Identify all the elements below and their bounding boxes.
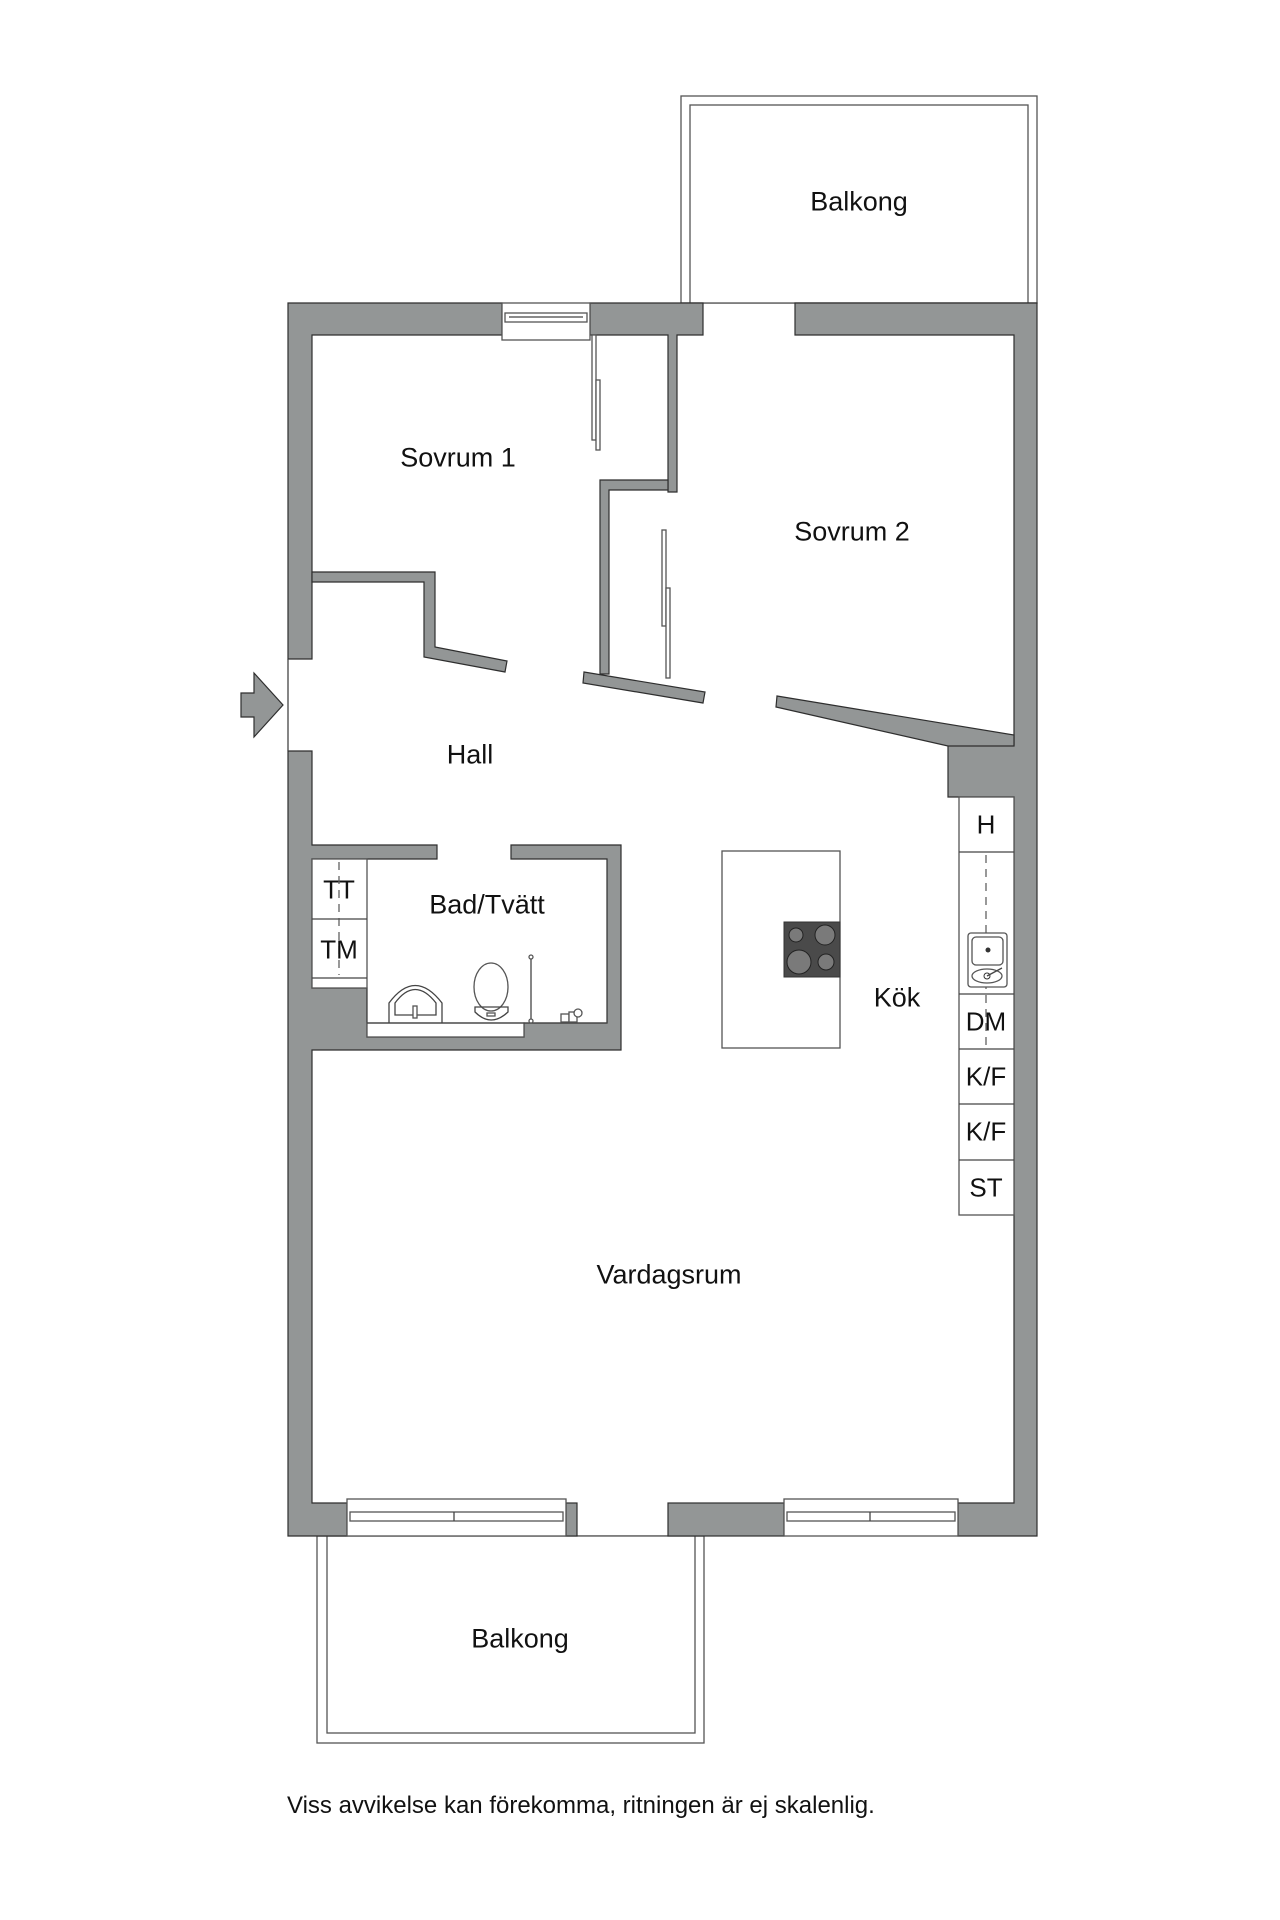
kitchen-sink-icon bbox=[967, 932, 1008, 988]
label-dryer: TT bbox=[323, 874, 355, 905]
window-bedroom1 bbox=[501, 302, 591, 341]
label-kitchen-unit-kf-1: K/F bbox=[965, 1061, 1007, 1092]
label-kitchen-unit-dm: DM bbox=[965, 1006, 1007, 1037]
label-washer: TM bbox=[320, 934, 358, 965]
outer-walls bbox=[287, 302, 1038, 1537]
shower-rail-icon bbox=[528, 954, 534, 1024]
floor-drain-faucet-icon bbox=[560, 1008, 583, 1023]
toilet-icon bbox=[473, 962, 509, 1021]
label-kitchen: Kök bbox=[873, 982, 921, 1013]
label-kitchen-unit-kf-2: K/F bbox=[965, 1116, 1007, 1147]
label-bedroom-2: Sovrum 2 bbox=[794, 516, 910, 547]
label-balcony-top: Balkong bbox=[810, 186, 908, 217]
label-bedroom-1: Sovrum 1 bbox=[400, 442, 516, 473]
label-hall: Hall bbox=[446, 739, 494, 770]
label-kitchen-unit-st: ST bbox=[969, 1172, 1003, 1203]
window-living-2 bbox=[783, 1498, 959, 1537]
label-kitchen-unit-h: H bbox=[976, 809, 996, 840]
bath-bench bbox=[366, 1022, 607, 1038]
window-living-1 bbox=[346, 1498, 567, 1537]
balcony-top bbox=[680, 95, 1038, 304]
kitchen-counter bbox=[958, 796, 1015, 1216]
closet-doors bbox=[591, 334, 671, 679]
entrance-arrow-icon bbox=[240, 671, 284, 739]
label-living-room: Vardagsrum bbox=[596, 1259, 742, 1290]
interior-walls bbox=[311, 479, 1015, 747]
laundry-cabinet bbox=[311, 858, 368, 989]
disclaimer-text: Viss avvikelse kan förekomma, ritningen … bbox=[287, 1792, 875, 1819]
label-balcony-bottom: Balkong bbox=[471, 1623, 569, 1654]
label-bath-laundry: Bad/Tvätt bbox=[429, 889, 545, 920]
washbasin-icon bbox=[388, 985, 443, 1023]
kitchen-island bbox=[721, 850, 841, 1049]
